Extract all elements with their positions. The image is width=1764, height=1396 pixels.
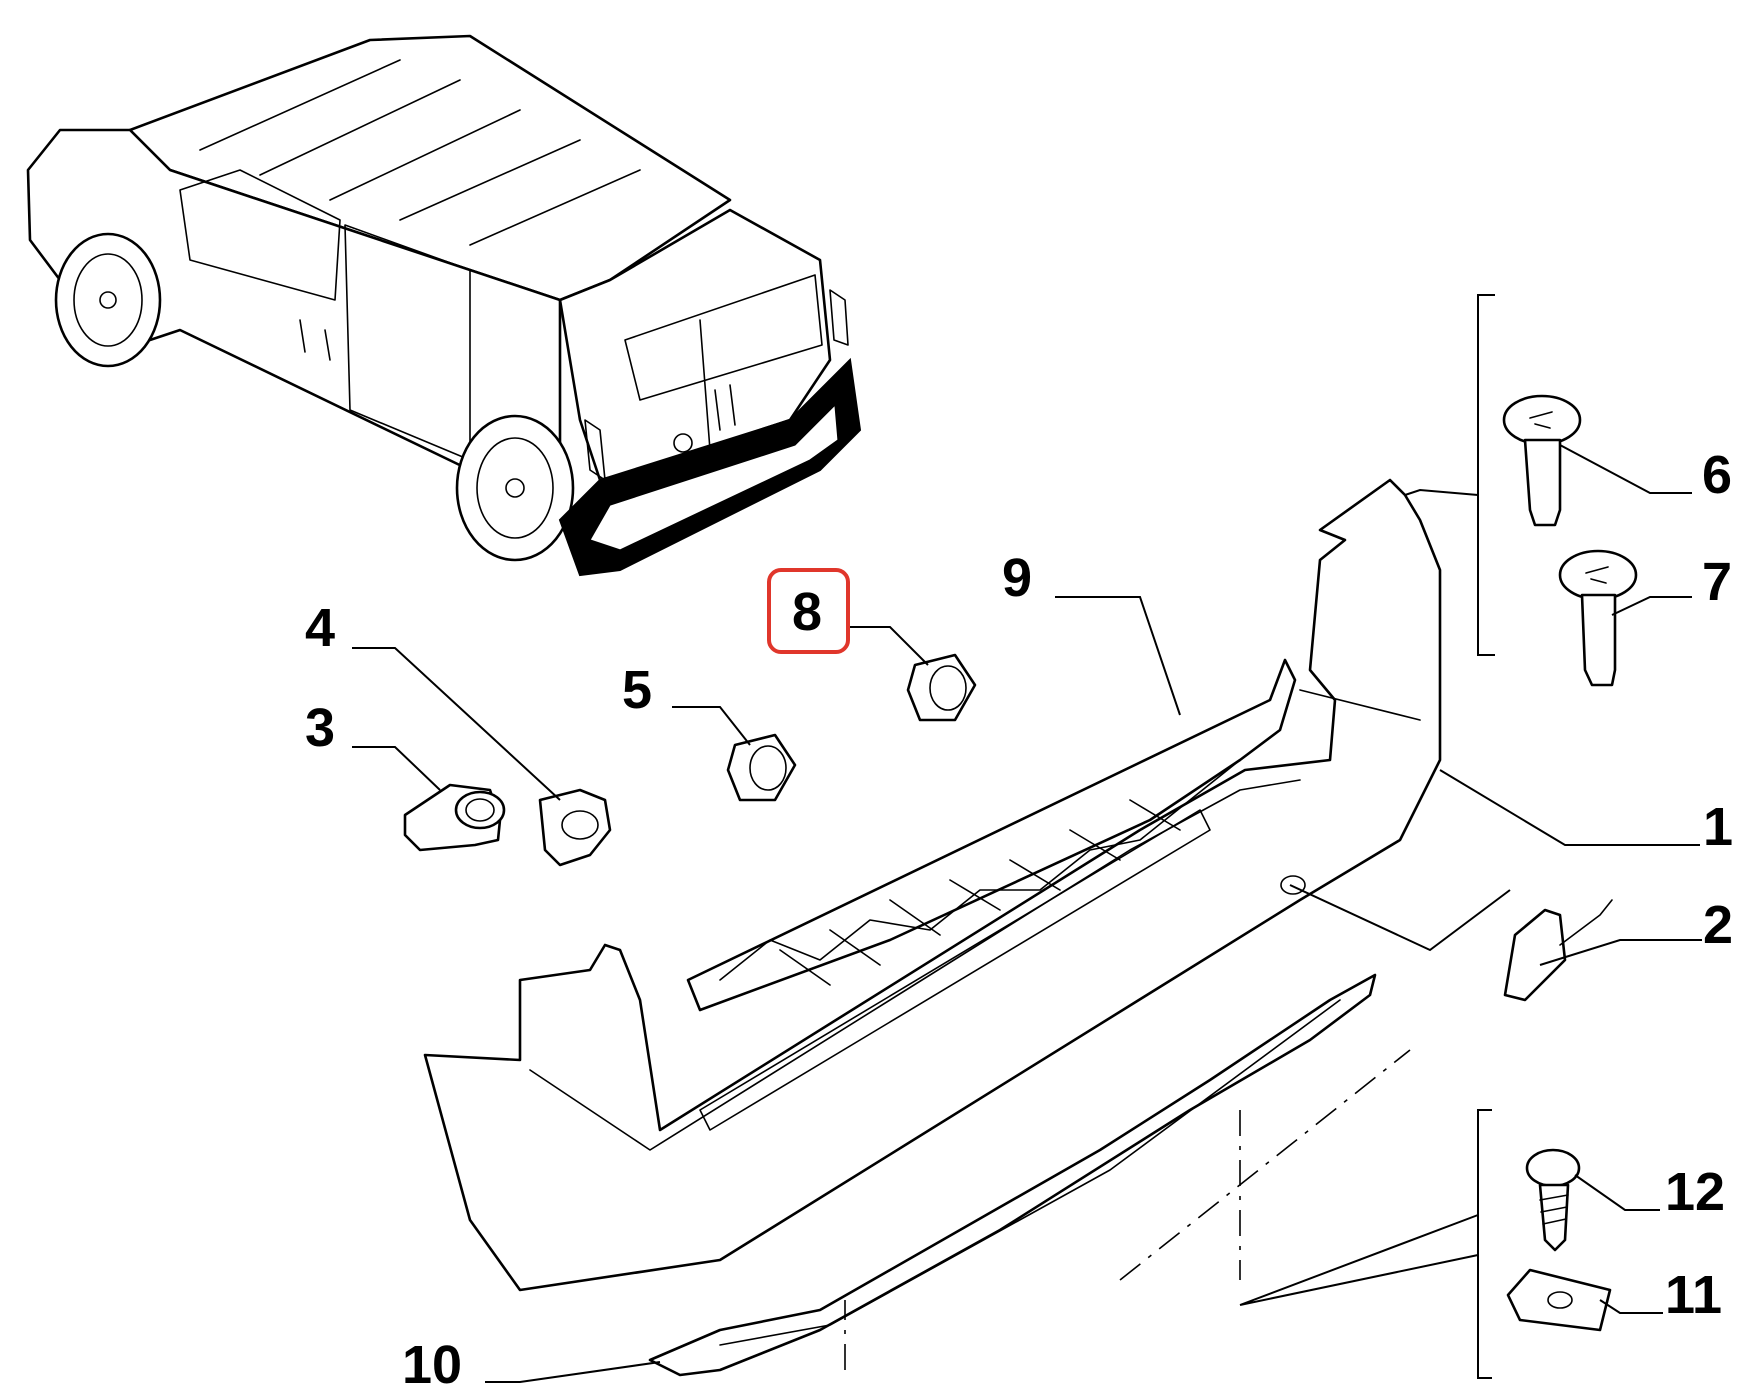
leader-line-5 [672, 706, 751, 746]
parking-sensor-part [403, 783, 506, 852]
leader-line-6 [1559, 444, 1692, 494]
callout-7: 7 [1702, 552, 1732, 612]
clip-nut-part [1506, 1268, 1612, 1332]
callout-8: 8 [792, 582, 822, 642]
leader-line-8 [848, 626, 929, 666]
group-bracket-11-12 [1477, 1109, 1492, 1379]
leader-line-4 [352, 647, 561, 801]
rear-bumper-part [423, 478, 1442, 1292]
leader-line-10 [485, 1361, 661, 1383]
group-bracket-6-7 [1477, 294, 1495, 656]
sensor-grommet-part [726, 733, 797, 802]
callout-4: 4 [305, 598, 335, 658]
callout-3: 3 [305, 698, 335, 758]
van-illustration [26, 34, 862, 577]
leader-line-11-12-group [1239, 1214, 1479, 1306]
leader-line-12 [1574, 1174, 1660, 1211]
callout-12: 12 [1665, 1162, 1725, 1222]
leader-line-11 [1599, 1299, 1663, 1314]
sensor-bracket-part [538, 788, 612, 867]
leader-line-1 [1439, 769, 1700, 846]
lower-spoiler-part [648, 973, 1377, 1377]
sensor-grommet-part [906, 653, 977, 722]
bumper-reinforcement-part [686, 658, 1297, 1012]
callout-1: 1 [1703, 797, 1733, 857]
leader-line-3 [352, 746, 441, 791]
callout-2: 2 [1703, 895, 1733, 955]
callout-6: 6 [1702, 445, 1732, 505]
callout-10: 10 [402, 1335, 462, 1395]
leader-line-7 [1611, 596, 1692, 616]
highlight-box [767, 568, 850, 654]
leader-line-2 [1539, 939, 1702, 966]
push-clip-part [1502, 394, 1582, 527]
screw-part [1525, 1148, 1581, 1252]
callout-11: 11 [1665, 1265, 1722, 1325]
alignment-line [1119, 1049, 1411, 1281]
leader-line-6-7-group [1404, 488, 1479, 496]
leader-line-1-group [1289, 884, 1511, 952]
leader-line-9 [1055, 596, 1181, 716]
tow-hook-cover-part [1503, 899, 1613, 1002]
callout-9: 9 [1002, 548, 1032, 608]
push-clip-part [1558, 549, 1638, 687]
callout-5: 5 [622, 660, 652, 720]
